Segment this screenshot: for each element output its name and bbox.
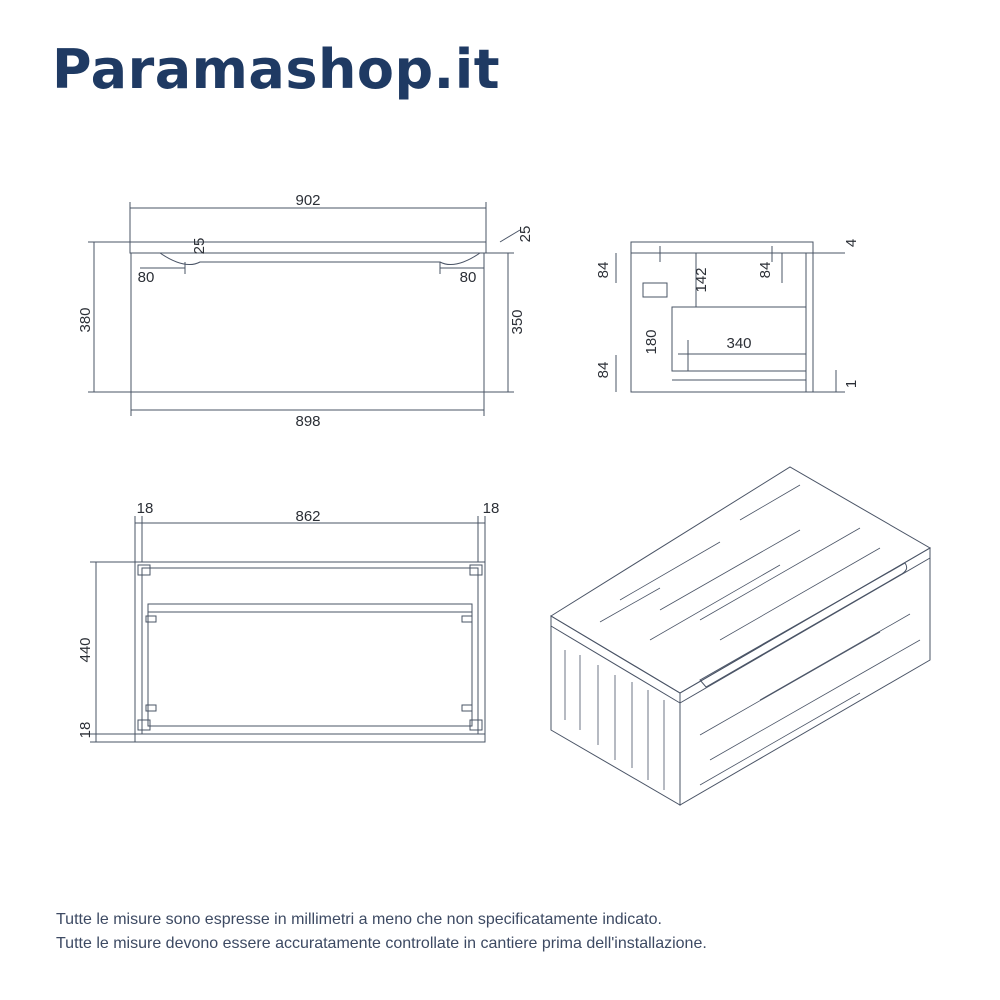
plan-outline: [134, 561, 486, 743]
dim-front-top-thickness-left: 25: [191, 238, 208, 255]
plan-drawer: [147, 603, 473, 727]
dim-side-rear-gap-top: 84: [595, 262, 612, 279]
iso-front: [679, 547, 931, 806]
dim-side-rear-gap-bottom: 84: [595, 362, 612, 379]
side-fitting-icon: [642, 282, 668, 298]
front-view: [88, 202, 521, 416]
note-units: Tutte le misure sono espresse in millime…: [56, 911, 662, 928]
dim-plan-depth: 440: [77, 637, 94, 662]
dim-front-top-thickness-right: 25: [517, 226, 534, 243]
notes: Tutte le misure sono espresse in millime…: [56, 908, 707, 956]
dim-plan-back-thickness: 18: [77, 722, 94, 739]
iso-top: [550, 466, 931, 694]
side-outline: [630, 241, 814, 393]
side-view: [615, 241, 845, 393]
dim-side-drawer-height: 180: [643, 329, 660, 354]
dim-front-bottom-width: 898: [295, 413, 320, 430]
dim-front-top-width: 902: [295, 192, 320, 209]
plan-view: [90, 516, 486, 743]
dim-side-drawer-depth-top: 142: [693, 267, 710, 292]
dim-side-top-offset: 4: [843, 239, 860, 247]
note-verification: Tutte le misure devono essere accuratame…: [56, 935, 707, 952]
front-top-slab: [129, 241, 487, 254]
plan-inner: [141, 567, 479, 735]
iso-handle: [699, 562, 908, 688]
dim-side-drawer-length: 340: [726, 335, 751, 352]
front-body: [130, 252, 485, 393]
dim-side-bottom-offset: 1: [843, 380, 860, 388]
brand-logo: Paramashop.it: [52, 38, 501, 101]
dim-side-front-gap-top: 84: [757, 262, 774, 279]
dim-front-height-total: 380: [77, 307, 94, 332]
dim-plan-inner-width: 862: [295, 508, 320, 525]
dim-plan-side-left: 18: [137, 500, 154, 517]
dim-front-height-body: 350: [509, 309, 526, 334]
isometric-view: [550, 466, 931, 806]
iso-side: [550, 615, 681, 806]
dim-plan-side-right: 18: [483, 500, 500, 517]
front-handle-groove: [159, 252, 481, 265]
dim-front-handle-offset-right: 80: [460, 269, 477, 286]
dim-front-handle-offset-left: 80: [138, 269, 155, 286]
